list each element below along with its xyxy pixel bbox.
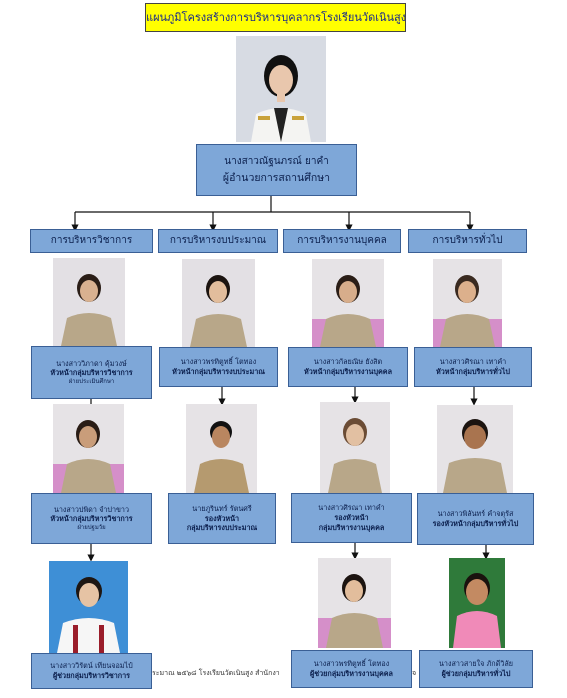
academic-assistant-photo <box>49 561 128 653</box>
person-name: นางสาวพิลันทร์ คำจตุรัส <box>437 509 514 519</box>
general-assistant-box: นางสาวสายใจ ภักดีวิลัย ผู้ช่วยกลุ่มบริหา… <box>419 650 533 688</box>
person-extra: ฝ่ายประเมินศึกษา <box>68 378 115 386</box>
personnel-assistant-photo <box>318 558 391 648</box>
person-position: หัวหน้ากลุ่มบริหารวิชาการ <box>50 368 133 378</box>
person-position: ผู้ช่วยกลุ่มบริหารทั่วไป <box>441 669 511 678</box>
person-position: รองหัวหน้า <box>204 513 240 523</box>
person-position: รองหัวหน้ากลุ่มบริหารทั่วไป <box>432 519 519 528</box>
person-name: นางสาวกัลยณิษ ยังสิต <box>313 357 383 367</box>
person-name: นางสาวปพิดา จำปาขาว <box>53 504 130 514</box>
academic-assistant-box: นางสาววิรัตน์ เทียนจอมไป๋ ผู้ช่วยกลุ่มบร… <box>31 653 152 689</box>
person-name: นางสาวศิรณา เทาคำ <box>318 503 385 513</box>
personnel-deputy-photo <box>320 402 390 493</box>
person-extra: กลุ่มบริหารงานบุคคล <box>318 522 385 532</box>
dept-budget: การบริหารงบประมาณ <box>158 229 278 253</box>
dept-general: การบริหารทั่วไป <box>408 229 527 253</box>
academic-head-photo <box>53 258 125 346</box>
budget-head-photo <box>182 259 255 347</box>
person-extra: กลุ่มบริหารงบประมาณ <box>186 523 258 533</box>
director-name: นางสาวณัฐนภรณ์ ยาคำ <box>224 155 329 167</box>
general-head-box: นางสาวศิรณา เทาคำ หัวหน้ากลุ่มบริหารทั่ว… <box>414 347 532 387</box>
director-position: ผู้อำนวยการสถานศึกษา <box>222 171 331 184</box>
footer-text-tail: จ <box>412 669 417 677</box>
budget-head-box: นางสาวพรทิตูทธิ์ โตทอง หัวหน้ากลุ่มบริหา… <box>159 347 278 387</box>
person-name: นางสาวสายใจ ภักดีวิลัย <box>439 659 513 669</box>
person-name: นางสาวพรทิตูทธิ์ โตทอง <box>313 659 390 669</box>
person-position: หัวหน้ากลุ่มบริหารทั่วไป <box>436 367 510 376</box>
person-position: หัวหน้ากลุ่มบริหารงบประมาณ <box>172 367 265 376</box>
general-assistant-photo <box>449 558 505 648</box>
academic-head-box: นางสาววิภาดา คุ้มวงษ์ หัวหน้ากลุ่มบริหาร… <box>31 346 152 399</box>
footer-text: ระมาณ ๒๕๖๘ โรงเรียนวัดเนินสูง สำนักงา <box>152 669 280 677</box>
person-name: นางสาววิภาดา คุ้มวงษ์ <box>56 358 127 368</box>
chart-title: แผนภูมิโครงสร้างการบริหารบุคลากรโรงเรียน… <box>145 3 406 32</box>
budget-deputy-photo <box>186 404 257 493</box>
person-name: นางสาวศิรณา เทาคำ <box>439 357 507 367</box>
person-name: นายภูรินทร์ รัตนศรี <box>192 503 252 513</box>
budget-deputy-box: นายภูรินทร์ รัตนศรี รองหัวหน้า กลุ่มบริห… <box>168 493 276 544</box>
general-deputy-photo <box>437 405 513 493</box>
dept-academic: การบริหารวิชาการ <box>30 229 153 253</box>
personnel-head-photo <box>312 259 384 347</box>
academic-head2-photo <box>53 404 124 493</box>
person-position: รองหัวหน้า <box>334 513 369 523</box>
person-name: นางสาววิรัตน์ เทียนจอมไป๋ <box>50 661 133 671</box>
person-position: หัวหน้ากลุ่มบริหารงานบุคคล <box>303 367 393 376</box>
academic-head2-box: นางสาวปพิดา จำปาขาว หัวหน้ากลุ่มบริหารวิ… <box>31 493 152 544</box>
dept-personnel: การบริหารงานบุคคล <box>283 229 401 253</box>
director-box: นางสาวณัฐนภรณ์ ยาคำ ผู้อำนวยการสถานศึกษา <box>196 144 357 196</box>
personnel-assistant-box: นางสาวพรทิตูทธิ์ โตทอง ผู้ช่วยกลุ่มบริหา… <box>291 650 412 688</box>
director-photo <box>236 36 326 142</box>
person-position: ผู้ช่วยกลุ่มบริหารงานบุคคล <box>310 669 393 678</box>
personnel-head-box: นางสาวกัลยณิษ ยังสิต หัวหน้ากลุ่มบริหารง… <box>288 347 408 387</box>
person-position: หัวหน้ากลุ่มบริหารวิชาการ <box>50 514 133 524</box>
person-name: นางสาวพรทิตูทธิ์ โตทอง <box>180 357 257 367</box>
personnel-deputy-box: นางสาวศิรณา เทาคำ รองหัวหน้า กลุ่มบริหาร… <box>291 493 412 543</box>
person-extra: ฝ่ายปฐมวัย <box>77 524 106 532</box>
person-position: ผู้ช่วยกลุ่มบริหารวิชาการ <box>52 671 131 680</box>
general-deputy-box: นางสาวพิลันทร์ คำจตุรัส รองหัวหน้ากลุ่มบ… <box>417 493 534 545</box>
general-head-photo <box>433 259 502 347</box>
